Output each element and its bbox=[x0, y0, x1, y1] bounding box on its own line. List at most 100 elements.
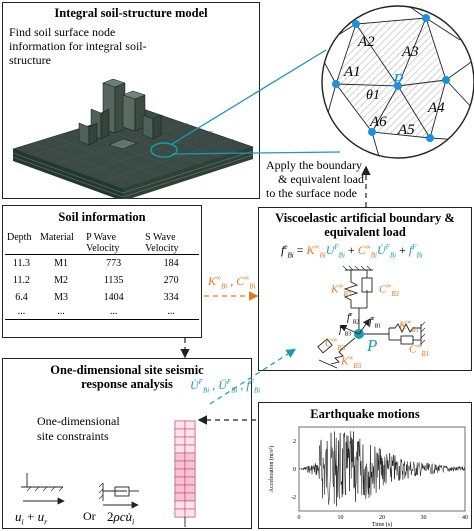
boundary-title-2: equivalent load bbox=[324, 225, 406, 239]
u-label: U̇FBi , ÜFBi , fFBi bbox=[190, 378, 261, 395]
soil-column-cell bbox=[184, 500, 196, 510]
x-tick-label: 30 bbox=[421, 515, 427, 521]
soil-column-cell bbox=[174, 428, 186, 438]
soil-column-cell bbox=[174, 484, 186, 494]
soil-column-cell bbox=[184, 460, 196, 470]
soil-column-cell bbox=[174, 420, 186, 430]
y-tick-label: -2 bbox=[291, 495, 296, 501]
chart-ylabel: Acceleration (m/s²) bbox=[268, 446, 275, 493]
apply-text-3: to the surface node bbox=[266, 186, 357, 200]
cell-s-wave: ... bbox=[143, 306, 199, 320]
right-formula: 2ρcu̇i bbox=[107, 509, 135, 527]
soil-info-title: Soil information bbox=[58, 210, 146, 224]
model-panel-title: Integral soil-structure model bbox=[54, 6, 208, 20]
label-fb3: feB3 bbox=[339, 324, 352, 338]
x-tick-label: 10 bbox=[338, 515, 344, 521]
label-fb2: feB2 bbox=[347, 312, 360, 326]
label-cb2: C∞B2 bbox=[379, 282, 400, 298]
site-constraint-diagram bbox=[21, 420, 196, 527]
soil-column-cell bbox=[184, 484, 196, 494]
earthquake-panel: Earthquake motions Acceleration (m/s²) T… bbox=[258, 402, 472, 529]
soil-column-cell bbox=[174, 508, 186, 518]
equivalent-load-equation: feBi = K∞BiUFBi + C∞BiU̇FBi + fFBi bbox=[281, 243, 423, 260]
area-label-a2: A2 bbox=[358, 34, 375, 50]
cell-p-wave: 1404 bbox=[103, 292, 124, 303]
or-label: Or bbox=[83, 509, 96, 523]
label-kb1: K∞B1 bbox=[399, 318, 420, 334]
soil-column-cell bbox=[184, 436, 196, 446]
left-formula: ui + ur bbox=[15, 509, 48, 527]
soil-table-header: Depth Material P Wave Velocity S Wave Ve… bbox=[5, 232, 199, 255]
site-title-2: response analysis bbox=[81, 377, 173, 391]
soil-info-table: Depth Material P Wave Velocity S Wave Ve… bbox=[5, 232, 199, 320]
cell-material: M1 bbox=[54, 258, 68, 269]
cell-p-wave: 1135 bbox=[103, 275, 124, 286]
table-row: 11.2 M2 1135 270 bbox=[5, 272, 199, 289]
apply-text-1: Apply the boundary bbox=[266, 158, 362, 172]
label-cb1: C∞B1 bbox=[409, 342, 430, 358]
header-s-wave: S Wave Velocity bbox=[143, 232, 199, 255]
soil-column-cell bbox=[174, 444, 186, 454]
cell-s-wave: 270 bbox=[163, 275, 179, 286]
soil-column-cell bbox=[184, 420, 196, 430]
acceleration-trace bbox=[299, 431, 465, 507]
table-row: ... ... ... ... bbox=[5, 306, 199, 320]
header-p-wave: P Wave Velocity bbox=[84, 232, 144, 255]
cell-p-wave: 773 bbox=[106, 258, 122, 269]
label-fb1: feB1 bbox=[369, 316, 382, 330]
boundary-panel: Viscoelastic artificial boundary & equiv… bbox=[258, 207, 472, 371]
y-tick-label: 0 bbox=[293, 467, 296, 473]
soil-column-cell bbox=[174, 500, 186, 510]
soil-column-cell bbox=[184, 508, 196, 518]
site-text-2: site constraints bbox=[37, 429, 109, 443]
area-label-a3: A3 bbox=[402, 44, 419, 60]
node-label-p-boundary: P bbox=[367, 336, 378, 355]
k-c-label: K∞Bi , C∞Bi bbox=[208, 274, 256, 291]
soil-structure-model-image bbox=[12, 78, 254, 199]
cell-depth: 11.2 bbox=[12, 275, 31, 286]
cell-depth: ... bbox=[5, 306, 38, 320]
soil-column-cell bbox=[184, 476, 196, 486]
cell-s-wave: 184 bbox=[163, 258, 179, 269]
header-depth: Depth bbox=[5, 232, 38, 255]
model-panel-text-1: Find soil surface node bbox=[9, 25, 116, 39]
cell-material: M2 bbox=[54, 275, 68, 286]
soil-column-cell bbox=[174, 492, 186, 502]
angle-label: θ1 bbox=[366, 88, 380, 103]
soil-info-panel: Soil information Depth Material P Wave V… bbox=[2, 205, 202, 338]
site-text-1: One-dimensional bbox=[37, 414, 120, 428]
cell-material: M3 bbox=[54, 292, 68, 303]
label-cb3: C∞B3 bbox=[325, 336, 346, 352]
surface-node-marker bbox=[150, 142, 178, 158]
node-label-p-circle: P bbox=[393, 70, 404, 89]
cell-s-wave: 334 bbox=[163, 292, 179, 303]
x-tick-label: 0 bbox=[298, 515, 301, 521]
model-panel-text-3: structure bbox=[9, 53, 51, 67]
area-label-a5: A5 bbox=[398, 122, 415, 138]
area-label-a4: A4 bbox=[428, 100, 445, 116]
label-kb2: K∞B2 bbox=[331, 282, 352, 298]
soil-column-cell bbox=[174, 476, 186, 486]
cell-p-wave: ... bbox=[84, 306, 144, 320]
header-material: Material bbox=[37, 232, 85, 255]
cell-depth: 11.3 bbox=[12, 258, 31, 269]
x-tick-label: 20 bbox=[379, 515, 385, 521]
soil-column-cell bbox=[174, 468, 186, 478]
cell-material: ... bbox=[37, 306, 85, 320]
apply-text-2: & equivalent load bbox=[278, 172, 364, 186]
soil-column-cell bbox=[184, 428, 196, 438]
site-title-1: One-dimensional site seismic bbox=[50, 363, 204, 377]
chart-xlabel: Time (s) bbox=[372, 521, 392, 528]
boundary-title-1: Viscoelastic artificial boundary & bbox=[275, 211, 455, 225]
spring-dashpot-diagram bbox=[317, 265, 426, 369]
label-kb3: K∞B3 bbox=[341, 354, 362, 370]
soil-column-cell bbox=[174, 460, 186, 470]
soil-column-cell bbox=[174, 436, 186, 446]
y-tick-label: 2 bbox=[293, 439, 296, 445]
x-tick-label: 40 bbox=[462, 515, 468, 521]
soil-column-cell bbox=[174, 452, 186, 462]
model-panel-text-2: information for integral soil- bbox=[9, 39, 147, 53]
model-panel: Integral soil-structure model Find soil … bbox=[2, 2, 260, 199]
area-label-a6: A6 bbox=[370, 114, 387, 130]
